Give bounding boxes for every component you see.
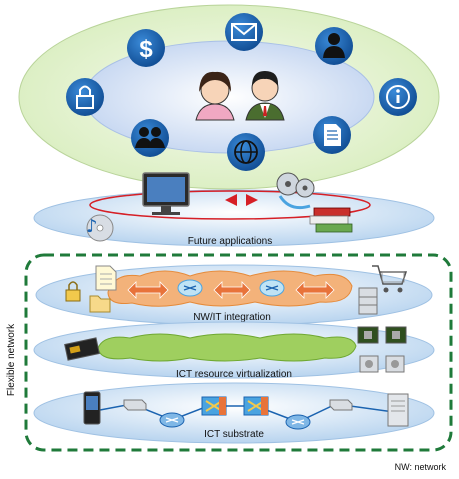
- red-arrow-right: [246, 194, 258, 206]
- info-icon: [379, 78, 417, 116]
- padlock-icon: [65, 281, 81, 302]
- lock-icon: [66, 78, 104, 116]
- green-cloud: [97, 333, 357, 362]
- router-icon: [285, 414, 311, 430]
- books-icon: [309, 207, 353, 233]
- server-icon: [387, 393, 409, 427]
- document-file-icon: [95, 265, 117, 291]
- svg-text:♪: ♪: [86, 216, 98, 237]
- optical-switch-icon: [243, 396, 269, 416]
- bidirectional-arrow-2: [213, 281, 251, 299]
- footnote: NW: network: [395, 462, 447, 472]
- ict-substrate-label: ICT substrate: [204, 429, 264, 440]
- shopping-cart-icon: [372, 265, 408, 293]
- bidirectional-arrow-3: [295, 281, 335, 299]
- memory-chip-icon: [64, 337, 100, 361]
- film-reel-icon: [276, 172, 315, 210]
- flexible-network-boundary: [24, 253, 453, 452]
- switch-icon: [329, 399, 353, 411]
- flexible-network-label: Flexible network: [6, 323, 17, 396]
- router-icon: [159, 412, 185, 428]
- future-applications-label: Future applications: [188, 236, 273, 247]
- ict-resource-virtualization-layer: [33, 321, 435, 379]
- network-node-icon: [259, 279, 285, 297]
- file-cabinet-icon: [358, 287, 378, 315]
- network-node-icon: [177, 279, 203, 297]
- cpu-chip-icon: [357, 326, 379, 344]
- dollar-icon: $: [127, 29, 165, 67]
- user-woman-avatar: [195, 71, 235, 121]
- cd-music-icon: ♪: [86, 214, 114, 242]
- storage-drive-icon: [359, 355, 379, 373]
- storage-drive-icon: [385, 355, 405, 373]
- optical-switch-icon: [201, 396, 227, 416]
- user-man-avatar: [245, 71, 285, 121]
- document-icon: [313, 116, 351, 154]
- nw-it-integration-label: NW/IT integration: [193, 312, 271, 323]
- svg-text:$: $: [139, 36, 153, 63]
- ict-substrate-layer: [33, 382, 435, 444]
- bidirectional-arrow-1: [127, 281, 169, 299]
- globe-icon: [227, 133, 265, 171]
- cpu-chip-icon: [385, 326, 407, 344]
- mobile-phone-icon: [83, 391, 101, 425]
- switch-icon: [123, 399, 147, 411]
- tv-monitor-icon: [142, 172, 190, 215]
- group-icon: [131, 119, 169, 157]
- ict-resource-virtualization-label: ICT resource virtualization: [176, 369, 292, 380]
- folder-icon: [89, 295, 111, 313]
- red-arrow-left: [225, 194, 237, 206]
- mail-icon: [225, 13, 263, 51]
- person-icon: [315, 27, 353, 65]
